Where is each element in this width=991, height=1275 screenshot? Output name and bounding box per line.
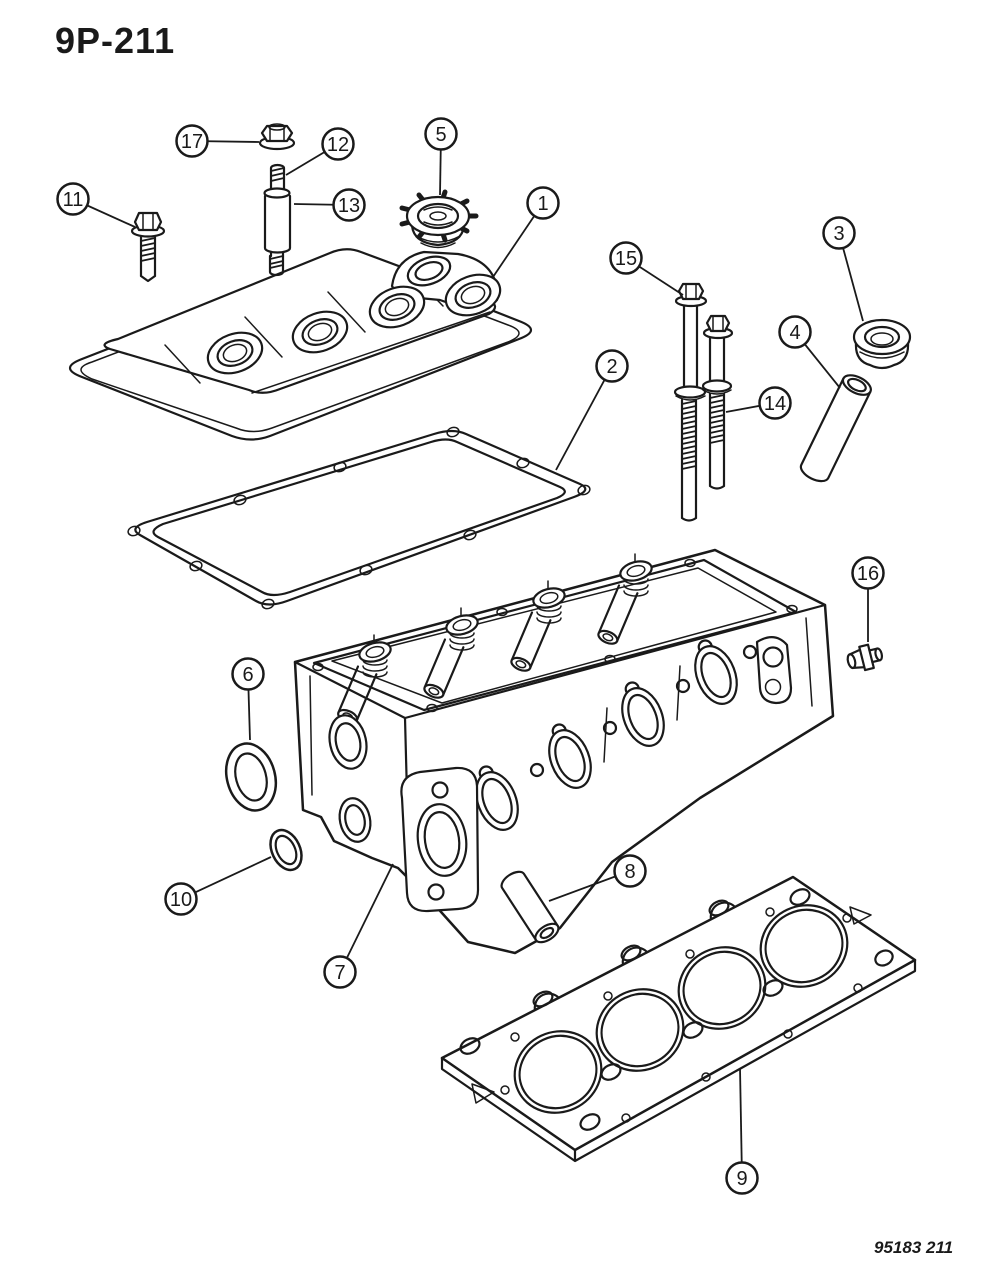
callouts: 1 2 3 4 5 6 7 8 9 10 11 12 13 14 15 16 1… (56, 117, 885, 1195)
svg-text:15: 15 (615, 248, 637, 270)
callout-14: 14 (725, 386, 792, 420)
filler-neck-seal (852, 318, 912, 370)
camshaft-seal-small (269, 828, 303, 872)
callout-8: 8 (548, 854, 647, 902)
callout-7: 7 (323, 863, 394, 989)
svg-text:9: 9 (736, 1168, 747, 1190)
callout-13: 13 (293, 188, 366, 222)
svg-text:5: 5 (435, 124, 446, 146)
oil-filler-cap (399, 189, 479, 249)
svg-text:14: 14 (764, 393, 786, 415)
callout-10: 10 (164, 856, 272, 916)
cover-bolt (130, 211, 166, 283)
valve-cover-gasket (127, 426, 591, 610)
svg-text:13: 13 (338, 195, 360, 217)
callout-9: 9 (725, 1067, 759, 1195)
svg-text:10: 10 (170, 889, 192, 911)
head-bolt-long (673, 282, 708, 522)
head-gasket (440, 875, 917, 1163)
callout-2: 2 (555, 349, 629, 471)
isolator-stud (263, 163, 292, 277)
cylinder-head (293, 548, 835, 955)
breather-tube (799, 374, 872, 483)
svg-text:3: 3 (833, 223, 844, 245)
valve-cover (68, 248, 533, 441)
callout-15: 15 (609, 241, 684, 296)
svg-text:11: 11 (63, 189, 84, 211)
svg-text:12: 12 (327, 134, 349, 156)
svg-text:6: 6 (242, 664, 253, 686)
svg-text:4: 4 (789, 322, 800, 344)
callout-16: 16 (851, 556, 885, 642)
callout-11: 11 (56, 182, 136, 228)
head-bolt-short (701, 314, 734, 490)
svg-text:2: 2 (606, 356, 617, 378)
flange-nut (258, 123, 296, 151)
svg-text:7: 7 (334, 962, 345, 984)
callout-17: 17 (175, 124, 260, 158)
callout-1: 1 (492, 186, 560, 278)
svg-text:16: 16 (857, 563, 879, 585)
locating-dowel (500, 870, 560, 944)
svg-text:8: 8 (624, 861, 635, 883)
svg-text:1: 1 (537, 193, 548, 215)
page-title: 9P-211 (55, 20, 175, 61)
camshaft-seal-large (224, 742, 278, 812)
figure-code: 95183 211 (874, 1238, 953, 1257)
callout-6: 6 (231, 657, 265, 741)
callout-3: 3 (822, 216, 864, 322)
callout-5: 5 (424, 117, 458, 196)
svg-text:17: 17 (181, 131, 203, 153)
callout-4: 4 (778, 315, 841, 389)
sensor-fitting (846, 643, 884, 672)
callout-12: 12 (285, 127, 355, 176)
